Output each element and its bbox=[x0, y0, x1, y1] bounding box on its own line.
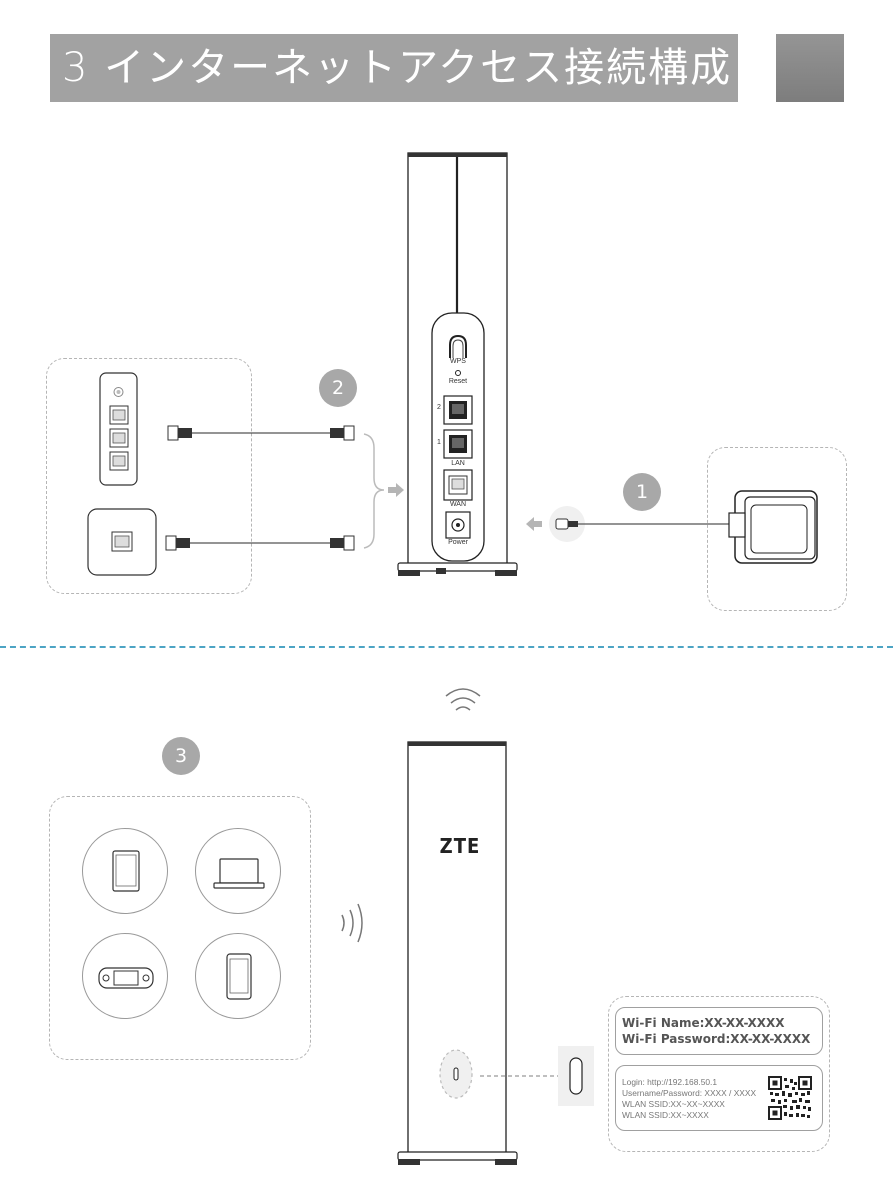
page-title: 3 インターネットアクセス接続構成 bbox=[62, 45, 733, 91]
power-adapter-icon bbox=[728, 490, 818, 564]
label-connector bbox=[480, 1046, 594, 1106]
router-back-view bbox=[397, 152, 518, 576]
wifi-name: Wi-Fi Name:XX-XX-XXXX bbox=[622, 1016, 785, 1030]
wall-ethernet-panel bbox=[99, 372, 138, 486]
laptop-device bbox=[195, 828, 281, 914]
tablet-icon bbox=[112, 850, 140, 892]
smartphone-device bbox=[195, 933, 281, 1019]
wired-diagram bbox=[87, 152, 739, 576]
arrow-right-icon bbox=[388, 483, 404, 497]
game-console-icon bbox=[98, 967, 154, 989]
wall-socket bbox=[87, 508, 157, 576]
wan-label: WAN bbox=[449, 501, 467, 508]
wlan-ssid-2: WLAN SSID:XX~XXXX bbox=[622, 1110, 709, 1120]
lan-port-2-label: 2 bbox=[437, 404, 441, 411]
wlan-ssid-1: WLAN SSID:XX~XX~XXXX bbox=[622, 1099, 725, 1109]
lan-label: LAN bbox=[451, 460, 465, 467]
power-label: Power bbox=[448, 539, 468, 546]
tablet-device bbox=[82, 828, 168, 914]
wps-label: WPS bbox=[450, 358, 466, 365]
lan-devices-box bbox=[46, 358, 252, 594]
curly-brace bbox=[363, 433, 385, 549]
laptop-icon bbox=[213, 858, 265, 889]
title-accent-block bbox=[776, 34, 844, 102]
device-info-box bbox=[615, 1065, 823, 1131]
wireless-devices-box bbox=[49, 796, 311, 1060]
wifi-credentials-box bbox=[615, 1007, 823, 1055]
section-divider bbox=[0, 646, 893, 648]
qr-code-icon bbox=[768, 1076, 812, 1120]
brand-logo: ZTE bbox=[439, 834, 481, 859]
reset-label: Reset bbox=[448, 378, 468, 385]
step-badge-3: 3 bbox=[162, 737, 200, 775]
title-bar bbox=[50, 34, 738, 102]
router-front-view bbox=[397, 741, 518, 1165]
ethernet-cable-icon bbox=[165, 535, 355, 551]
wifi-signal-icon bbox=[445, 688, 481, 711]
arrow-left-icon bbox=[526, 517, 542, 531]
step-badge-1: 1 bbox=[623, 473, 661, 511]
login-credentials: Username/Password: XXXX / XXXX bbox=[622, 1088, 757, 1098]
wifi-password: Wi-Fi Password:XX-XX-XXXX bbox=[622, 1032, 811, 1046]
wifi-signal-icon bbox=[341, 903, 363, 943]
device-label-card bbox=[608, 996, 830, 1152]
game-console-device bbox=[82, 933, 168, 1019]
smartphone-icon bbox=[226, 953, 252, 1000]
ethernet-cable-icon bbox=[167, 425, 355, 441]
step-badge-2: 2 bbox=[319, 369, 357, 407]
lan-port-1-label: 1 bbox=[437, 439, 441, 446]
login-url: Login: http://192.168.50.1 bbox=[622, 1077, 717, 1087]
power-adapter-box bbox=[707, 447, 847, 611]
